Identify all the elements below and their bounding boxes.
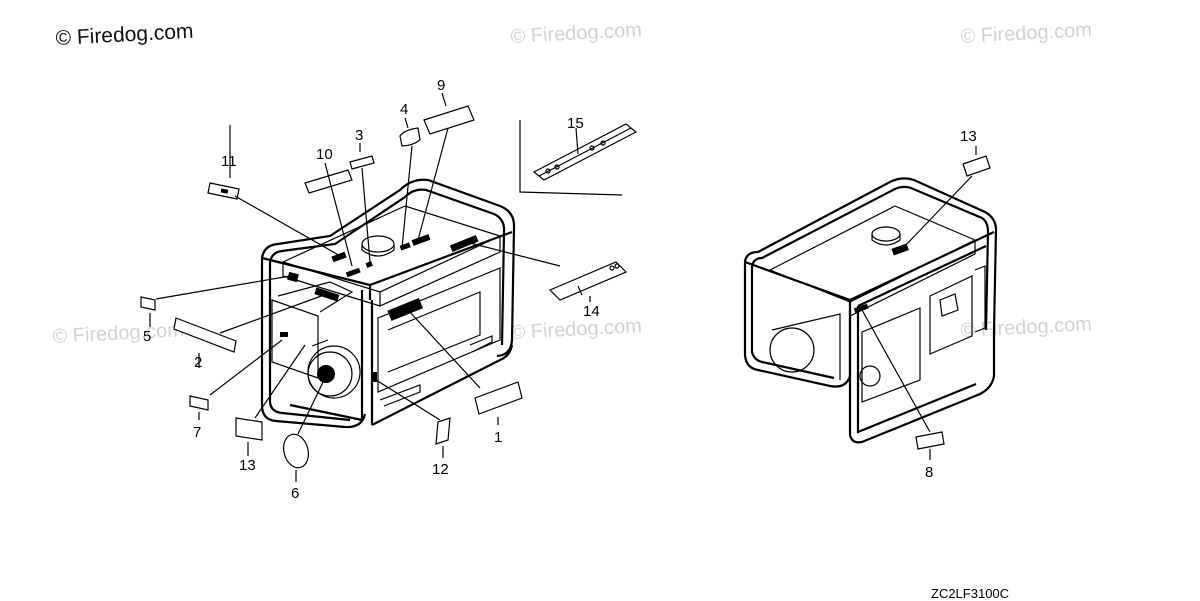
decal-12 — [435, 417, 451, 445]
callout-10: 10 — [316, 146, 333, 163]
callout-13-right: 13 — [960, 128, 977, 145]
callout-15: 15 — [567, 115, 584, 132]
callout-4: 4 — [400, 101, 408, 118]
callout-3: 3 — [355, 127, 363, 144]
decal-parts-left — [140, 105, 628, 469]
decal-13-right — [962, 155, 991, 177]
callout-numbers: 11 10 3 4 9 15 5 2 7 13 6 12 1 14 13 8 — [143, 77, 977, 502]
callout-7: 7 — [193, 424, 201, 441]
callout-5: 5 — [143, 328, 151, 345]
generator-rear-view — [743, 177, 998, 444]
decal-3 — [349, 155, 375, 170]
decal-6 — [283, 433, 309, 469]
callout-1: 1 — [494, 429, 502, 446]
decal-10 — [304, 169, 353, 194]
decal-2 — [173, 317, 237, 353]
decal-parts-right — [861, 146, 991, 460]
decal-5 — [140, 296, 156, 311]
decal-13-left — [235, 417, 263, 441]
callout-13-left: 13 — [239, 457, 256, 474]
callout-11: 11 — [221, 153, 237, 170]
decal-14 — [548, 261, 628, 301]
decal-9 — [423, 105, 475, 135]
callout-8: 8 — [925, 464, 933, 481]
callout-9: 9 — [437, 77, 445, 94]
decal-4 — [399, 127, 421, 147]
callout-12: 12 — [432, 461, 449, 478]
decal-7 — [189, 395, 209, 411]
drawing-code: ZC2LF3100C — [931, 586, 1010, 601]
inset-decal-15 — [519, 120, 638, 196]
decal-1 — [474, 381, 523, 415]
callout-6: 6 — [291, 485, 299, 502]
decal-8 — [915, 431, 945, 450]
generator-front-view — [260, 178, 516, 429]
leader-lines-left — [149, 92, 591, 482]
callout-14: 14 — [583, 303, 600, 320]
callout-2: 2 — [194, 354, 202, 371]
